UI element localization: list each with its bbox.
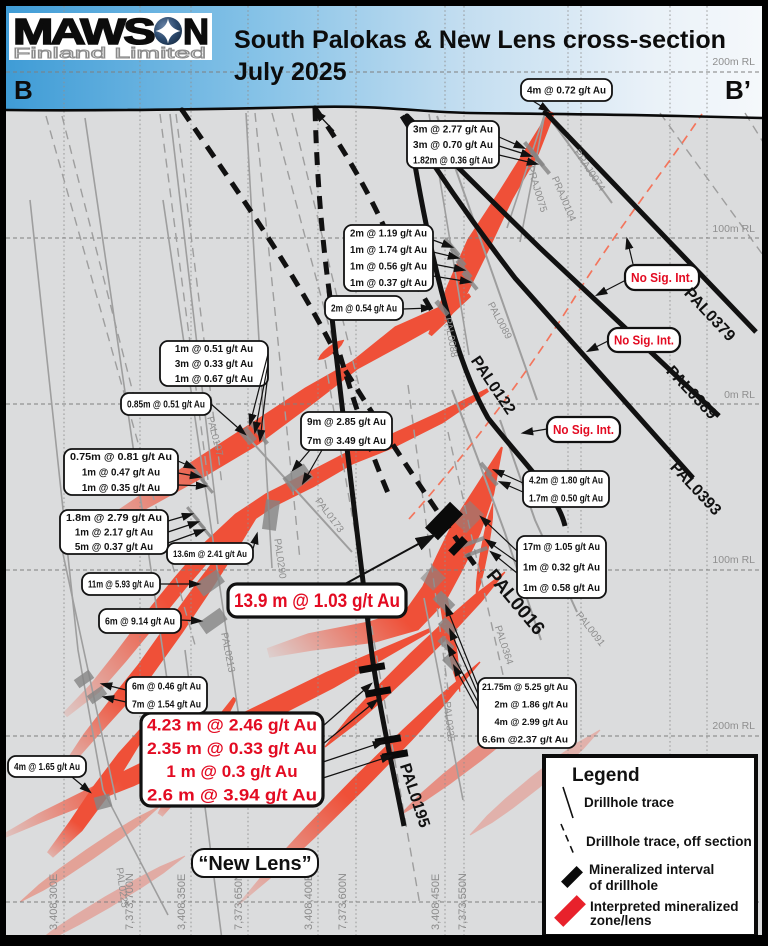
svg-text:PAL0335: PAL0335 bbox=[441, 701, 456, 743]
svg-text:0.75m @ 0.81 g/t Au: 0.75m @ 0.81 g/t Au bbox=[70, 452, 172, 463]
svg-text:July 2025: July 2025 bbox=[234, 58, 347, 86]
svg-text:6m @ 0.46 g/t Au: 6m @ 0.46 g/t Au bbox=[132, 681, 201, 692]
svg-text:7,373,700N: 7,373,700N bbox=[124, 873, 136, 930]
svg-text:6.6m @2.37 g/t Au: 6.6m @2.37 g/t Au bbox=[482, 735, 568, 745]
svg-text:3m @ 2.77 g/t Au: 3m @ 2.77 g/t Au bbox=[413, 124, 493, 135]
svg-text:No Sig. Int.: No Sig. Int. bbox=[631, 270, 693, 285]
svg-text:2m @ 0.54 g/t Au: 2m @ 0.54 g/t Au bbox=[331, 303, 397, 314]
svg-text:N: N bbox=[183, 11, 207, 52]
svg-text:0.85m @ 0.51 g/t Au: 0.85m @ 0.51 g/t Au bbox=[127, 399, 205, 410]
svg-text:7m @ 1.54 g/t Au: 7m @ 1.54 g/t Au bbox=[132, 699, 201, 710]
svg-text:Interpreted mineralized: Interpreted mineralized bbox=[590, 899, 739, 914]
svg-text:1m @ 1.74 g/t Au: 1m @ 1.74 g/t Au bbox=[350, 245, 427, 256]
svg-text:1m @ 0.58 g/t Au: 1m @ 0.58 g/t Au bbox=[523, 583, 600, 594]
svg-text:6m @ 9.14 g/t Au: 6m @ 9.14 g/t Au bbox=[105, 616, 175, 627]
svg-text:7,373,600N: 7,373,600N bbox=[337, 873, 349, 930]
svg-text:4m @ 0.72 g/t Au: 4m @ 0.72 g/t Au bbox=[527, 85, 606, 96]
svg-text:MAWS: MAWS bbox=[13, 11, 154, 52]
svg-text:B’: B’ bbox=[725, 75, 751, 105]
svg-text:of drillhole: of drillhole bbox=[589, 878, 658, 893]
svg-text:2.6 m @ 3.94 g/t Au: 2.6 m @ 3.94 g/t Au bbox=[147, 785, 317, 804]
svg-text:21.75m @ 5.25 g/t Au: 21.75m @ 5.25 g/t Au bbox=[482, 682, 568, 692]
svg-text:9m @ 2.85 g/t Au: 9m @ 2.85 g/t Au bbox=[307, 417, 386, 428]
svg-text:1.82m @ 0.36 g/t Au: 1.82m @ 0.36 g/t Au bbox=[413, 156, 493, 167]
svg-text:3m @ 0.70 g/t Au: 3m @ 0.70 g/t Au bbox=[413, 140, 493, 151]
svg-text:7,373,650N: 7,373,650N bbox=[233, 873, 245, 930]
svg-text:100m RL: 100m RL bbox=[712, 554, 755, 566]
svg-text:zone/lens: zone/lens bbox=[590, 913, 652, 928]
svg-text:Legend: Legend bbox=[572, 765, 640, 786]
svg-text:1m @ 0.32 g/t Au: 1m @ 0.32 g/t Au bbox=[523, 562, 600, 573]
svg-text:4.23 m @ 2.46 g/t Au: 4.23 m @ 2.46 g/t Au bbox=[147, 716, 317, 735]
svg-text:“New Lens”: “New Lens” bbox=[198, 853, 311, 875]
svg-text:No Sig. Int.: No Sig. Int. bbox=[614, 333, 674, 348]
svg-text:3,408,450E: 3,408,450E bbox=[430, 874, 442, 930]
svg-text:1m @ 0.51 g/t Au: 1m @ 0.51 g/t Au bbox=[175, 344, 253, 355]
svg-text:1 m @ 0.3 g/t Au: 1 m @ 0.3 g/t Au bbox=[166, 762, 297, 781]
svg-text:17m @ 1.05 g/t Au: 17m @ 1.05 g/t Au bbox=[523, 542, 600, 553]
svg-text:11m @ 5.93 g/t Au: 11m @ 5.93 g/t Au bbox=[88, 579, 154, 590]
svg-text:200m RL: 200m RL bbox=[712, 720, 755, 732]
svg-text:2.35 m @ 0.33 g/t Au: 2.35 m @ 0.33 g/t Au bbox=[147, 739, 317, 758]
svg-text:100m RL: 100m RL bbox=[712, 223, 755, 235]
svg-text:2m @ 1.19 g/t Au: 2m @ 1.19 g/t Au bbox=[350, 229, 427, 240]
svg-text:3,408,300E: 3,408,300E bbox=[48, 874, 60, 930]
svg-text:2m @ 1.86 g/t Au: 2m @ 1.86 g/t Au bbox=[495, 700, 568, 710]
svg-text:3m @ 0.33 g/t Au: 3m @ 0.33 g/t Au bbox=[175, 359, 253, 370]
svg-text:4.2m @ 1.80 g/t Au: 4.2m @ 1.80 g/t Au bbox=[529, 475, 603, 486]
svg-text:0m RL: 0m RL bbox=[724, 389, 755, 401]
svg-text:South Palokas & New Lens cross: South Palokas & New Lens cross-section bbox=[234, 26, 726, 54]
svg-text:3,408,350E: 3,408,350E bbox=[176, 874, 188, 930]
svg-text:1m @ 2.17 g/t Au: 1m @ 2.17 g/t Au bbox=[75, 527, 153, 538]
svg-text:Drillhole trace: Drillhole trace bbox=[584, 795, 675, 810]
svg-text:7,373,550N: 7,373,550N bbox=[457, 873, 469, 930]
svg-text:5m @ 0.37 g/t Au: 5m @ 0.37 g/t Au bbox=[75, 542, 153, 553]
svg-text:4m @ 2.99 g/t Au: 4m @ 2.99 g/t Au bbox=[495, 717, 568, 727]
svg-text:7m @ 3.49 g/t Au: 7m @ 3.49 g/t Au bbox=[307, 436, 386, 447]
svg-text:4m @ 1.65 g/t Au: 4m @ 1.65 g/t Au bbox=[14, 762, 80, 773]
svg-text:Finland Limited: Finland Limited bbox=[13, 45, 206, 62]
svg-text:3,408,400E: 3,408,400E bbox=[303, 874, 315, 930]
svg-text:No Sig. Int.: No Sig. Int. bbox=[553, 422, 614, 437]
svg-text:1m @ 0.56 g/t Au: 1m @ 0.56 g/t Au bbox=[350, 262, 427, 273]
svg-text:B: B bbox=[14, 75, 33, 105]
svg-text:13.6m @ 2.41 g/t Au: 13.6m @ 2.41 g/t Au bbox=[173, 549, 247, 559]
svg-text:Mineralized interval: Mineralized interval bbox=[589, 862, 714, 877]
svg-text:13.9 m @ 1.03 g/t Au: 13.9 m @ 1.03 g/t Au bbox=[234, 591, 400, 612]
svg-text:200m RL: 200m RL bbox=[712, 56, 755, 68]
svg-text:1m @ 0.67 g/t Au: 1m @ 0.67 g/t Au bbox=[175, 374, 253, 385]
svg-text:1m @ 0.47 g/t Au: 1m @ 0.47 g/t Au bbox=[82, 467, 160, 478]
svg-text:1.8m @ 2.79 g/t Au: 1.8m @ 2.79 g/t Au bbox=[66, 513, 162, 524]
svg-text:Drillhole trace, off section: Drillhole trace, off section bbox=[586, 834, 752, 849]
svg-text:1.7m @ 0.50 g/t Au: 1.7m @ 0.50 g/t Au bbox=[529, 493, 603, 504]
svg-text:1m @ 0.35 g/t Au: 1m @ 0.35 g/t Au bbox=[82, 483, 160, 494]
svg-text:1m @ 0.37 g/t Au: 1m @ 0.37 g/t Au bbox=[350, 278, 427, 289]
